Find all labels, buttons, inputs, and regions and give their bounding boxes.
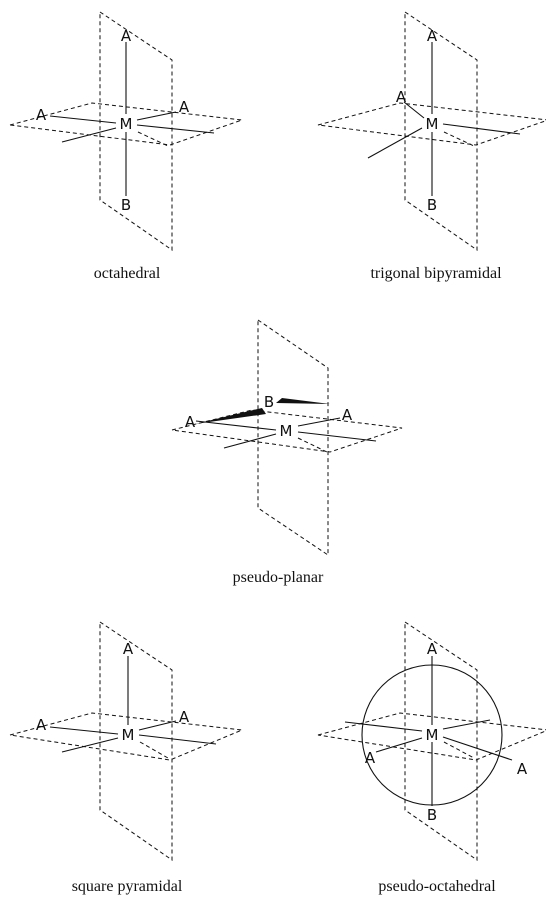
center-atom: M bbox=[426, 726, 439, 744]
panel-pseudo-planar: B A A M pseudo-planar bbox=[171, 319, 403, 586]
horizontal-plane bbox=[317, 712, 546, 761]
atom-label: B bbox=[121, 196, 131, 214]
atom-label: A bbox=[396, 88, 407, 106]
bond-left bbox=[49, 726, 119, 735]
caption: pseudo-planar bbox=[233, 569, 324, 586]
bond-left bbox=[49, 115, 117, 124]
center-atom: M bbox=[280, 422, 293, 440]
horizontal-plane bbox=[317, 102, 546, 146]
horizontal-plane bbox=[171, 409, 403, 453]
atom-label: A bbox=[427, 27, 438, 45]
atom-label: A bbox=[36, 716, 47, 734]
bond-left-back bbox=[344, 721, 423, 732]
bond-back bbox=[138, 734, 217, 745]
atom-label: B bbox=[264, 393, 274, 411]
bond-right bbox=[442, 123, 521, 135]
vertical-plane bbox=[257, 319, 329, 556]
bond-right bbox=[297, 417, 341, 427]
bond-front bbox=[61, 737, 119, 753]
bond-right-back bbox=[442, 719, 491, 730]
atom-label: A bbox=[517, 760, 528, 778]
center-atom: M bbox=[120, 115, 133, 133]
caption: pseudo-octahedral bbox=[378, 878, 496, 895]
atom-label: A bbox=[123, 640, 134, 658]
panel-pseudo-octahedral: A A A M B pseudo-octahedral bbox=[317, 621, 546, 895]
bond-left-front bbox=[375, 737, 423, 753]
horizontal-plane bbox=[9, 712, 244, 761]
atom-label: A bbox=[179, 708, 190, 726]
bond-back bbox=[297, 431, 377, 442]
atom-label: A bbox=[36, 106, 47, 124]
panel-octahedral: A A A M B octahedral bbox=[9, 11, 243, 282]
atom-label: A bbox=[342, 406, 353, 424]
atom-label: A bbox=[121, 27, 132, 45]
wedge-bond-right bbox=[276, 398, 330, 404]
hidden-bond bbox=[443, 131, 475, 147]
hidden-bond bbox=[139, 741, 169, 759]
atom-label: A bbox=[179, 98, 190, 116]
vertical-plane bbox=[404, 11, 478, 251]
bond-front bbox=[61, 127, 117, 143]
atom-label: A bbox=[185, 413, 196, 431]
caption: octahedral bbox=[94, 265, 161, 282]
bond-front bbox=[223, 433, 277, 449]
atom-label: A bbox=[427, 640, 438, 658]
panel-square-pyramidal: A A A M square pyramidal bbox=[9, 621, 244, 895]
center-atom: M bbox=[122, 726, 135, 744]
atom-label: B bbox=[427, 196, 437, 214]
atom-label: B bbox=[427, 806, 437, 824]
vertical-plane bbox=[404, 621, 478, 861]
bond-left bbox=[403, 101, 425, 119]
caption: square pyramidal bbox=[72, 878, 183, 895]
bond-left bbox=[195, 420, 277, 431]
hidden-bond bbox=[137, 131, 169, 147]
bond-back bbox=[136, 124, 215, 134]
center-atom: M bbox=[426, 115, 439, 133]
bond-right bbox=[138, 720, 177, 731]
bond-right bbox=[136, 111, 177, 121]
panel-trigonal-bipyramidal: A A M B trigonal bipyramidal bbox=[317, 11, 546, 282]
caption: trigonal bipyramidal bbox=[370, 265, 502, 282]
wedge-bond-left bbox=[195, 408, 266, 424]
bond-right-front bbox=[442, 736, 513, 761]
vertical-plane bbox=[99, 621, 173, 861]
hidden-bond bbox=[297, 437, 328, 453]
bond-front bbox=[367, 127, 423, 159]
atom-label: A bbox=[365, 749, 376, 767]
vertical-plane bbox=[99, 11, 173, 251]
hidden-bond bbox=[443, 741, 475, 759]
horizontal-plane bbox=[9, 102, 243, 146]
